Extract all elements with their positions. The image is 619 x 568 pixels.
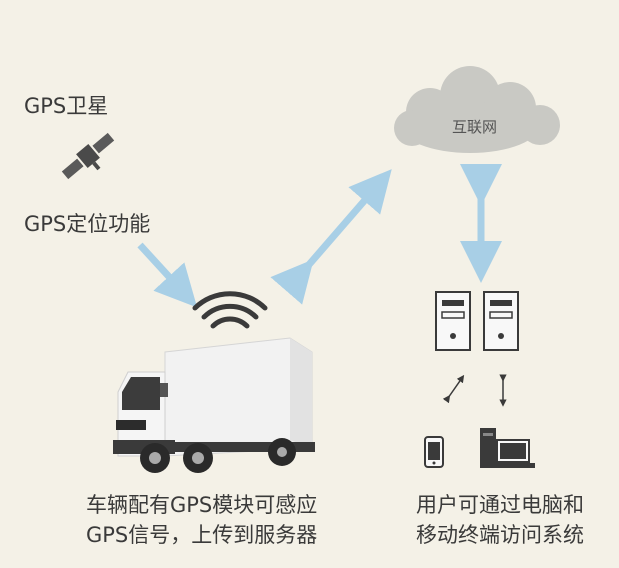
gps-function-label: GPS定位功能	[24, 212, 151, 236]
server-icon-left	[435, 291, 471, 351]
desktop-computer-icon	[480, 428, 535, 468]
user-caption: 用户可通过电脑和 移动终端访问系统	[416, 490, 584, 550]
vehicle-caption-line2: GPS信号，上传到服务器	[86, 523, 318, 547]
vehicle-caption-line1: 车辆配有GPS模块可感应	[86, 493, 318, 517]
internet-label: 互联网	[452, 118, 498, 136]
vehicle-caption: 车辆配有GPS模块可感应 GPS信号，上传到服务器	[86, 490, 317, 550]
mobile-phone-icon	[424, 436, 444, 468]
truck-internet-arrow	[270, 169, 392, 305]
user-caption-line2: 移动终端访问系统	[416, 523, 584, 547]
gps-signal-arrow	[137, 242, 198, 308]
server-icon-right	[483, 291, 519, 351]
user-caption-line1: 用户可通过电脑和	[416, 493, 584, 517]
gps-satellite-label: GPS卫星	[24, 94, 109, 118]
